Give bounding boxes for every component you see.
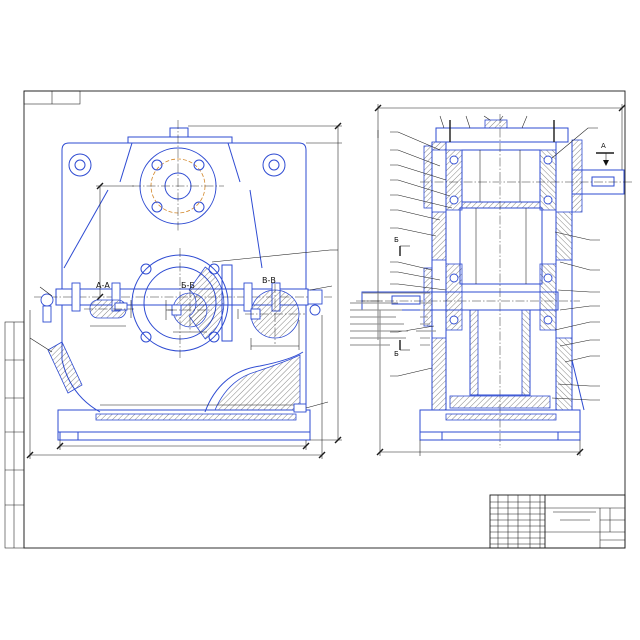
base-feet	[57, 432, 311, 441]
base-hatch-strip	[95, 413, 297, 421]
lower-gear-section	[521, 309, 531, 396]
leaders-top	[439, 115, 528, 129]
upper-cap-bolt	[193, 159, 205, 171]
view-marker-a-label: А	[601, 142, 606, 150]
upper-cap-bolt	[151, 159, 163, 171]
leader	[211, 249, 331, 263]
section-a-a: А-А	[84, 281, 134, 327]
housing-rib-left	[63, 189, 109, 269]
oil-drain-leader	[29, 337, 53, 353]
base-foot-left	[59, 431, 79, 441]
boss-left-wall	[119, 142, 133, 183]
section-a-a-title: А-А	[96, 281, 110, 290]
section-marker-b: Б Б	[394, 236, 410, 358]
cover-hole-right-inner	[268, 159, 280, 171]
cover-hole-left	[68, 153, 92, 177]
leader	[309, 285, 333, 291]
oil-drain-plug	[47, 341, 83, 394]
left-margin-strip	[4, 321, 25, 549]
base-hatch-strip	[445, 413, 557, 421]
view-marker-a: А	[596, 142, 614, 166]
flange-bolt-left	[42, 305, 52, 323]
input-shaft-keyway	[391, 295, 421, 305]
section-b-b-title: Б-Б	[181, 281, 195, 290]
arrow-head	[603, 160, 609, 166]
base	[419, 409, 581, 433]
lower-left-cap	[423, 267, 433, 327]
bearing-ball	[543, 195, 553, 205]
left-bearing-cap	[423, 145, 433, 209]
left-wall-section	[431, 141, 447, 151]
bearing-ball	[543, 315, 553, 325]
bearing-ball	[449, 315, 459, 325]
left-wall-section	[431, 211, 447, 261]
section-v-v-title: В-В	[262, 276, 276, 285]
dim-tick	[576, 448, 584, 456]
dim-tick	[618, 104, 626, 112]
flange-bolt	[243, 282, 253, 312]
flange-bolt-head-left	[40, 293, 54, 307]
vent-plug	[484, 119, 508, 129]
upper-seal-cap	[571, 139, 583, 213]
flange-bolt-right	[307, 289, 323, 305]
dim-tick	[376, 448, 384, 456]
housing-cover-outline	[61, 142, 307, 200]
leader	[39, 286, 53, 297]
housing-rib-right	[249, 189, 263, 269]
output-shaft-keyway	[591, 176, 615, 187]
leaders-right	[551, 127, 600, 401]
housing-base	[57, 409, 311, 433]
flange-bolt-head-right	[309, 304, 321, 316]
cover-hole-left-inner	[74, 159, 86, 171]
section-marker-b-lower-label: Б	[394, 350, 399, 358]
intermediate-gear	[459, 207, 543, 285]
title-block-border	[489, 494, 626, 549]
bearing-ball	[543, 273, 553, 283]
bearing-ball	[449, 155, 459, 165]
dim-tick	[374, 104, 382, 112]
section-a-a-keyway	[114, 302, 128, 311]
upper-cap-bolt	[193, 201, 205, 213]
bearing-boss-top	[127, 136, 233, 143]
lower-cap-bolt	[208, 263, 220, 275]
leaders-left	[390, 131, 453, 377]
frame-border	[23, 90, 626, 549]
title-block	[489, 494, 626, 549]
bearing-ball	[449, 195, 459, 205]
lower-cap-bolt	[208, 331, 220, 343]
wall-cutaway-section	[214, 354, 301, 411]
lower-cap-bolt	[140, 263, 152, 275]
side-section-view: А Б Б	[356, 104, 632, 456]
bearing-ball	[543, 155, 553, 165]
sheet-frame	[4, 90, 626, 549]
section-marker-b-upper-label: Б	[394, 236, 399, 244]
section-v-v: В-В	[237, 276, 305, 350]
lower-cap-bolt	[140, 331, 152, 343]
technical-specification-notes	[350, 292, 436, 346]
cover-hole-right	[262, 153, 286, 177]
oil-sump	[449, 395, 551, 409]
right-wall-section	[555, 211, 573, 261]
left-wall-section	[431, 337, 447, 411]
level-plug-right	[293, 403, 307, 413]
front-view	[26, 120, 342, 459]
level-plug-leader	[305, 401, 329, 409]
boss-right-wall	[227, 142, 241, 183]
section-b-b: Б-Б	[165, 281, 212, 333]
wall-cutaway-outline	[204, 351, 304, 413]
dim-ticks	[26, 122, 342, 459]
flange-bolt	[71, 282, 81, 312]
gear-mesh-band	[461, 201, 541, 209]
lower-cap-flange	[221, 264, 233, 342]
lower-bearing-right	[539, 263, 557, 331]
lower-gear-section	[469, 309, 479, 396]
upper-cap-bolt	[151, 201, 163, 213]
bearing-ball	[449, 273, 459, 283]
